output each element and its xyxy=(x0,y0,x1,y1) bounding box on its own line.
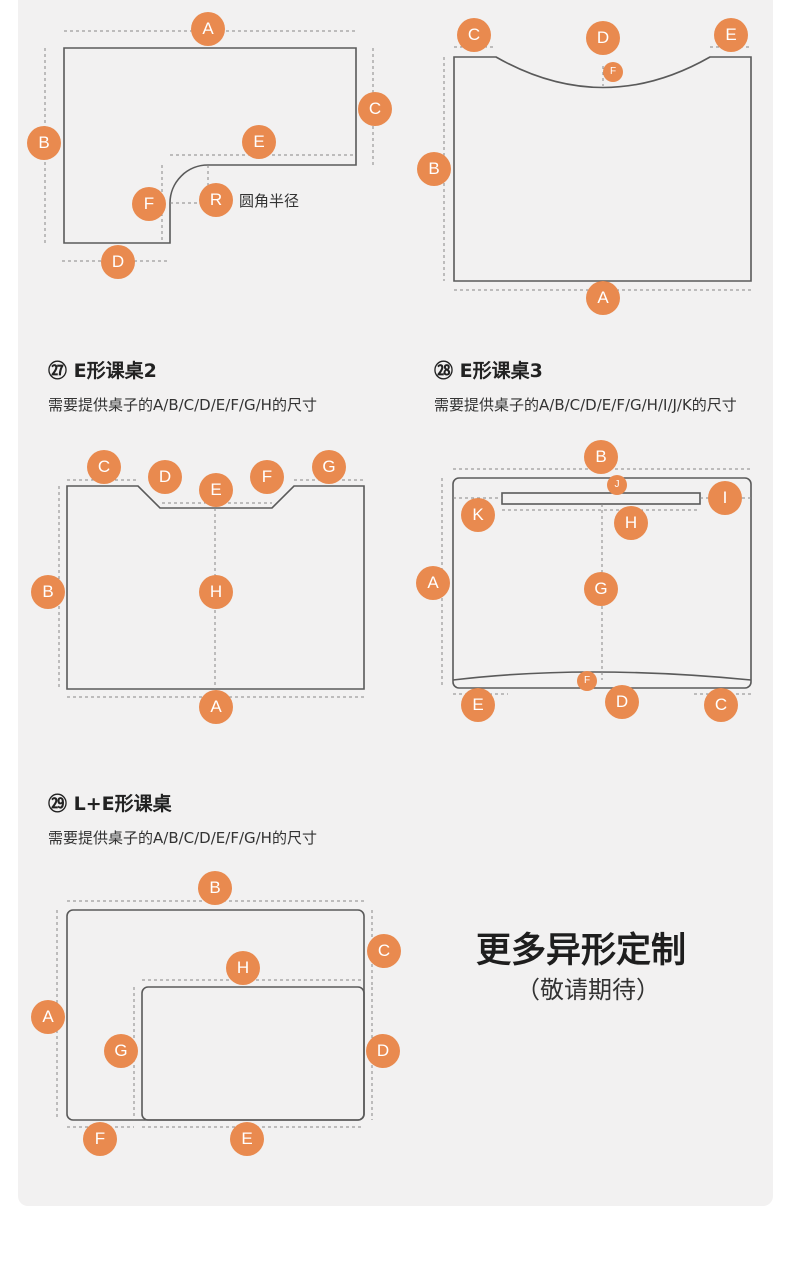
section-title-28: ㉘ E形课桌3 xyxy=(434,360,543,382)
dim-badge-a: A xyxy=(199,690,233,724)
dim-badge-b: B xyxy=(198,871,232,905)
dim-badge-e: E xyxy=(714,18,748,52)
dim-badge-j: J xyxy=(607,475,627,495)
dim-badge-d: D xyxy=(586,21,620,55)
dim-badge-f: F xyxy=(132,187,166,221)
section-desc-27: 需要提供桌子的A/B/C/D/E/F/G/H的尺寸 xyxy=(48,396,317,414)
dim-badge-c: C xyxy=(457,18,491,52)
dim-badge-b: B xyxy=(417,152,451,186)
dim-badge-d: D xyxy=(366,1034,400,1068)
dim-badge-k: K xyxy=(461,498,495,532)
dim-badge-a: A xyxy=(416,566,450,600)
dim-badge-r: R xyxy=(199,183,233,217)
dim-badge-h: H xyxy=(226,951,260,985)
dim-badge-g: G xyxy=(584,572,618,606)
custom-headline: 更多异形定制 xyxy=(476,931,687,971)
e2-outline xyxy=(66,485,365,690)
dim-badge-a: A xyxy=(31,1000,65,1034)
dim-badge-d: D xyxy=(605,685,639,719)
dim-badge-d: D xyxy=(148,460,182,494)
arc-rect-outline xyxy=(453,56,752,282)
dim-badge-i: I xyxy=(708,481,742,515)
dim-badge-a: A xyxy=(191,12,225,46)
dim-badge-b: B xyxy=(31,575,65,609)
dim-badge-f: F xyxy=(83,1122,117,1156)
dim-badge-g: G xyxy=(312,450,346,484)
dim-badge-h: H xyxy=(614,506,648,540)
le-outer xyxy=(66,909,365,1121)
section-desc-29: 需要提供桌子的A/B/C/D/E/F/G/H的尺寸 xyxy=(48,829,317,847)
dim-badge-e: E xyxy=(242,125,276,159)
dim-badge-c: C xyxy=(367,934,401,968)
section-desc-28: 需要提供桌子的A/B/C/D/E/F/G/H/I/J/K的尺寸 xyxy=(434,396,737,414)
dim-badge-b: B xyxy=(27,126,61,160)
le-inner xyxy=(141,986,365,1121)
e3-outline xyxy=(452,477,752,689)
dim-badge-e: E xyxy=(461,688,495,722)
dim-badge-f: F xyxy=(603,62,623,82)
dim-badge-a: A xyxy=(586,281,620,315)
radius-note: 圆角半径 xyxy=(239,193,300,210)
dim-badge-c: C xyxy=(358,92,392,126)
dim-badge-g: G xyxy=(104,1034,138,1068)
dim-badge-f: F xyxy=(250,460,284,494)
custom-subtitle: （敬请期待） xyxy=(516,976,660,1004)
dim-badge-h: H xyxy=(199,575,233,609)
dim-badge-d: D xyxy=(101,245,135,279)
section-title-27: ㉗ E形课桌2 xyxy=(48,360,157,382)
dim-badge-c: C xyxy=(704,688,738,722)
dim-badge-f: F xyxy=(577,671,597,691)
dim-badge-e: E xyxy=(199,473,233,507)
dim-badge-c: C xyxy=(87,450,121,484)
e3-slot xyxy=(501,492,701,505)
section-title-29: ㉙ L+E形课桌 xyxy=(48,793,172,815)
e3-bottom-arc xyxy=(452,671,752,681)
dim-badge-e: E xyxy=(230,1122,264,1156)
dim-badge-b: B xyxy=(584,440,618,474)
